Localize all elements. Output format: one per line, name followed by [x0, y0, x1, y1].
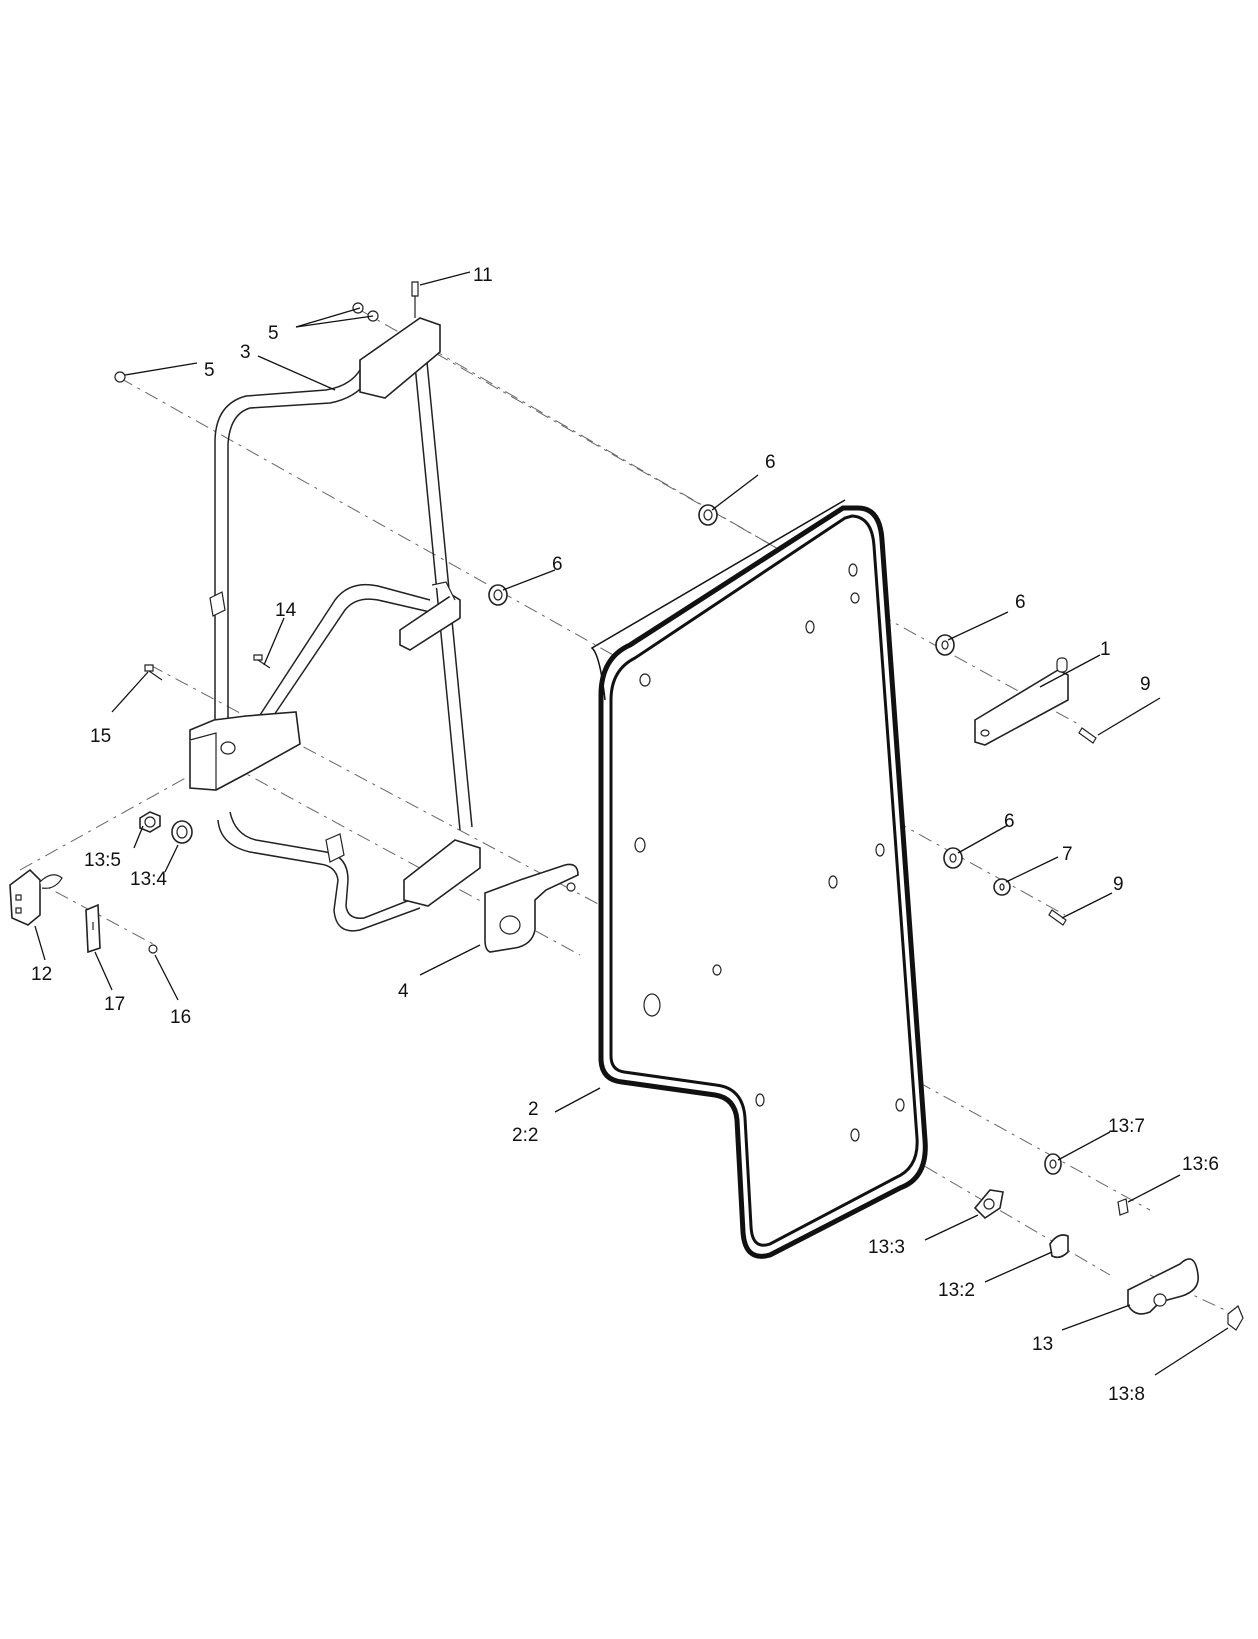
label-13-5: 13:5 — [84, 850, 121, 871]
label-4: 4 — [398, 981, 409, 1002]
label-1: 1 — [1100, 639, 1111, 660]
hinge-strap — [974, 657, 1069, 746]
hinge-plate — [484, 863, 579, 953]
label-6-c: 6 — [1015, 592, 1026, 613]
callout-labels: 11 5 5 3 6 6 6 1 9 14 15 13:5 13:4 12 17… — [31, 265, 1219, 1405]
label-13-3: 13:3 — [868, 1237, 905, 1258]
label-9-a: 9 — [1140, 674, 1151, 695]
handle-assembly — [973, 1153, 1244, 1331]
label-13-8: 13:8 — [1108, 1384, 1145, 1405]
label-5-a: 5 — [268, 323, 279, 344]
label-6-b: 6 — [552, 554, 563, 575]
washers — [488, 504, 1011, 896]
label-7: 7 — [1062, 844, 1073, 865]
label-6-a: 6 — [765, 452, 776, 473]
label-2: 2 — [528, 1099, 539, 1120]
door-glass-panel — [590, 499, 928, 1259]
label-13-2: 13:2 — [938, 1280, 975, 1301]
label-13-4: 13:4 — [130, 869, 167, 890]
label-11: 11 — [473, 265, 493, 286]
label-17: 17 — [104, 994, 125, 1015]
label-5-b: 5 — [204, 360, 215, 381]
label-9-b: 9 — [1113, 874, 1124, 895]
label-14: 14 — [275, 600, 297, 621]
label-12: 12 — [31, 964, 52, 985]
label-13: 13 — [1032, 1334, 1053, 1355]
leader-lines — [34, 271, 1229, 1376]
panel-holes — [634, 563, 905, 1142]
door-frame-tubing — [189, 317, 481, 932]
label-3: 3 — [240, 342, 251, 363]
label-13-7: 13:7 — [1108, 1116, 1145, 1137]
label-13-6: 13:6 — [1182, 1154, 1219, 1175]
label-6-d: 6 — [1004, 811, 1015, 832]
label-2-2: 2:2 — [512, 1125, 538, 1146]
latch-parts — [9, 811, 193, 954]
label-16: 16 — [170, 1007, 191, 1028]
label-15: 15 — [90, 726, 111, 747]
fasteners — [114, 281, 1097, 954]
